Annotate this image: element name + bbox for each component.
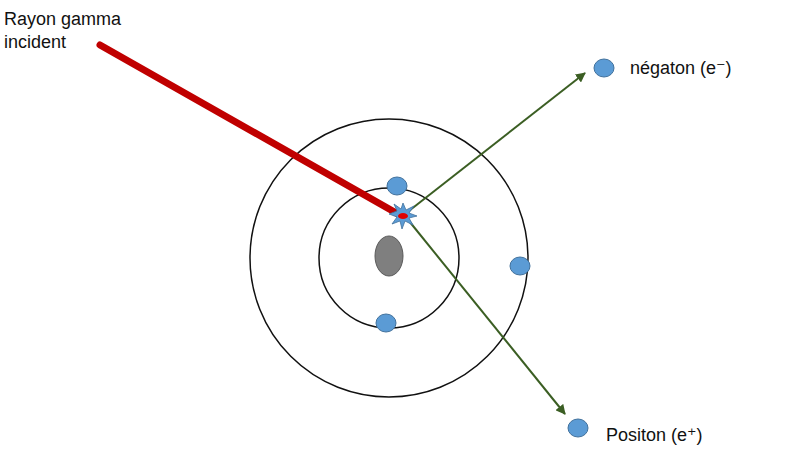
electron [376, 314, 396, 332]
electron [387, 177, 407, 195]
negaton-track [405, 73, 585, 214]
electron [510, 257, 530, 275]
gamma-ray [100, 45, 398, 214]
nucleus [375, 236, 403, 276]
interaction-point [398, 213, 408, 219]
negaton-label: négaton (e⁻) [630, 57, 732, 80]
positon-label: Positon (e⁺) [606, 424, 703, 447]
electrons [376, 177, 530, 332]
outer-shell [250, 119, 528, 397]
gamma-label: Rayon gamma incident [4, 8, 144, 54]
positon-track [405, 216, 565, 414]
positon-dot [568, 419, 588, 437]
negaton-dot [594, 59, 614, 77]
interaction-burst [389, 203, 417, 229]
